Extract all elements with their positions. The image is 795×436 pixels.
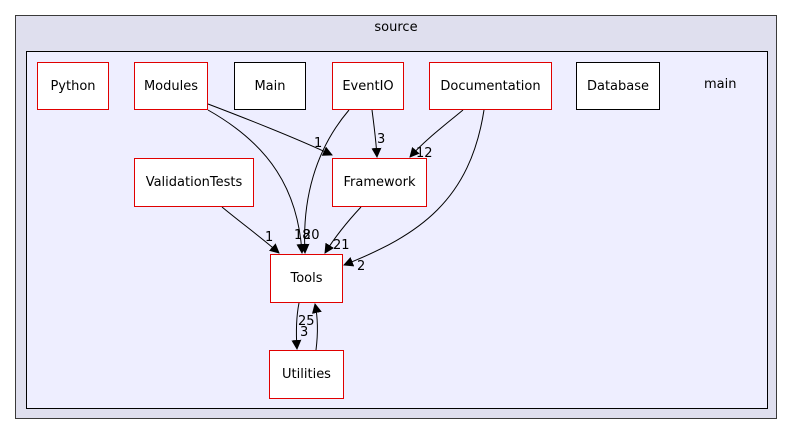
node-main[interactable]: Main — [234, 62, 306, 110]
node-utilities[interactable]: Utilities — [269, 350, 344, 399]
edge-eventio-framework — [371, 109, 382, 158]
edge-label-documentation-tools: 2 — [357, 259, 365, 274]
node-utilities-label: Utilities — [282, 367, 331, 382]
node-eventio-label: EventIO — [342, 78, 394, 94]
node-python-label: Python — [50, 78, 96, 94]
node-main-label: Main — [254, 78, 286, 94]
edge-validationtests-tools — [221, 206, 280, 254]
node-python[interactable]: Python — [37, 62, 109, 110]
edge-label-modules-tools: 18 — [294, 228, 311, 243]
edge-label-modules-framework: 1 — [314, 136, 322, 151]
edge-tools-utilities — [291, 302, 302, 350]
node-modules-label: Modules — [143, 78, 199, 94]
node-eventio[interactable]: EventIO — [332, 62, 404, 110]
node-documentation-label: Documentation — [440, 78, 541, 94]
cluster-main[interactable] — [26, 51, 768, 409]
edge-label-documentation-framework: 12 — [416, 146, 433, 161]
node-framework[interactable]: Framework — [332, 158, 427, 207]
node-database[interactable]: Database — [576, 62, 660, 110]
edge-modules-tools — [207, 109, 307, 254]
edge-modules-framework — [207, 103, 333, 156]
node-tools[interactable]: Tools — [270, 254, 343, 303]
node-database-label: Database — [586, 78, 650, 94]
node-validationtests[interactable]: ValidationTests — [134, 158, 254, 207]
node-validationtests-label: ValidationTests — [145, 175, 243, 190]
edge-label-validationtests-tools: 1 — [265, 230, 273, 245]
edge-utilities-tools — [311, 303, 322, 351]
edge-label-eventio-framework: 3 — [377, 132, 385, 147]
node-tools-label: Tools — [290, 271, 323, 286]
node-framework-label: Framework — [343, 175, 416, 190]
edge-label-tools-utilities: 3 — [300, 325, 308, 340]
edge-label-eventio-tools: 20 — [303, 228, 320, 243]
cluster-source-label: source — [374, 20, 418, 35]
edge-eventio-tools — [299, 109, 350, 254]
edge-label-framework-tools: 21 — [333, 238, 350, 253]
node-documentation[interactable]: Documentation — [429, 62, 552, 110]
edge-framework-tools — [324, 206, 362, 254]
edge-label-utilities-tools: 25 — [298, 314, 315, 329]
edge-documentation-framework — [409, 109, 464, 158]
edge-documentation-tools — [343, 109, 485, 267]
cluster-main-label: main — [704, 77, 737, 92]
node-modules[interactable]: Modules — [134, 62, 208, 110]
